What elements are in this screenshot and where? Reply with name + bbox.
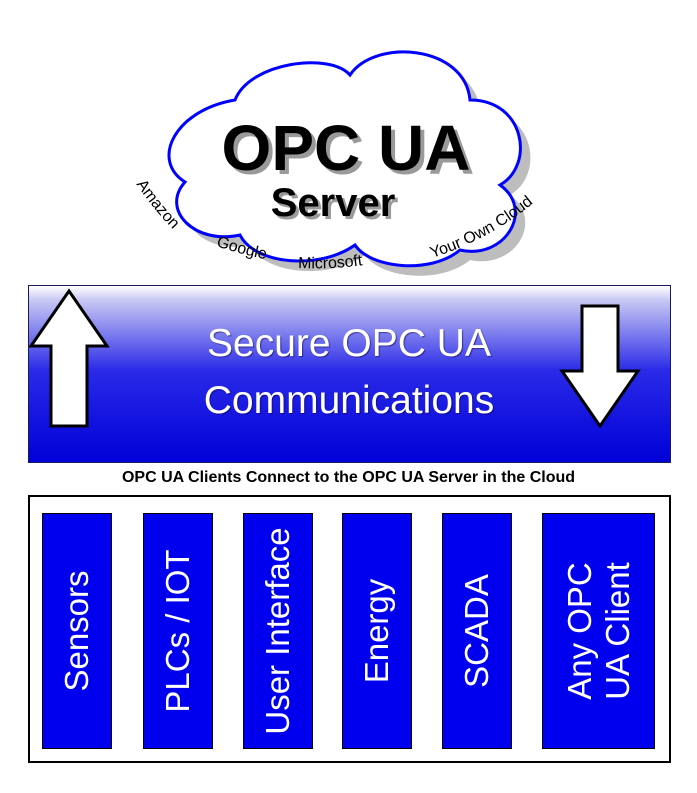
provider-amazon: Amazon — [133, 177, 183, 233]
client-label: Sensors — [58, 570, 95, 692]
client-any-opc-ua: Any OPC UA Client — [542, 513, 655, 749]
svg-text:Amazon: Amazon — [133, 177, 183, 233]
banner-title-line1: Secure OPC UA — [207, 322, 491, 365]
arrows-layer — [29, 288, 641, 429]
cloud-title-shadow: OPC UA — [226, 116, 475, 188]
client-user-interface: User Interface — [243, 513, 313, 749]
banner-title-line2: Communications — [203, 379, 495, 422]
svg-text:Microsoft: Microsoft — [298, 252, 364, 272]
client-plcs-iot: PLCs / IOT — [143, 513, 213, 749]
client-label: Any OPC — [560, 562, 598, 700]
client-label: SCADA — [458, 574, 495, 688]
communications-banner: Secure OPC UA Communications — [28, 285, 671, 463]
cloud-title: OPC UA — [222, 112, 471, 184]
provider-microsoft: Microsoft — [298, 252, 364, 272]
client-scada: SCADA — [442, 513, 512, 749]
client-label-line2: UA Client — [598, 562, 636, 700]
client-label: Energy — [358, 578, 395, 684]
cloud-subtitle-shadow: Server — [274, 184, 399, 228]
clients-panel: Sensors PLCs / IOT User Interface Energy… — [28, 495, 671, 763]
client-label-block: Any OPC UA Client — [561, 562, 637, 700]
client-label: PLCs / IOT — [159, 549, 196, 713]
client-sensors: Sensors — [42, 513, 112, 749]
client-energy: Energy — [342, 513, 412, 749]
up-arrow-icon — [29, 288, 110, 428]
client-label: User Interface — [259, 527, 296, 735]
down-arrow-icon — [559, 304, 641, 429]
cloud-subtitle: Server — [271, 181, 396, 225]
clients-caption: OPC UA Clients Connect to the OPC UA Ser… — [121, 469, 576, 486]
